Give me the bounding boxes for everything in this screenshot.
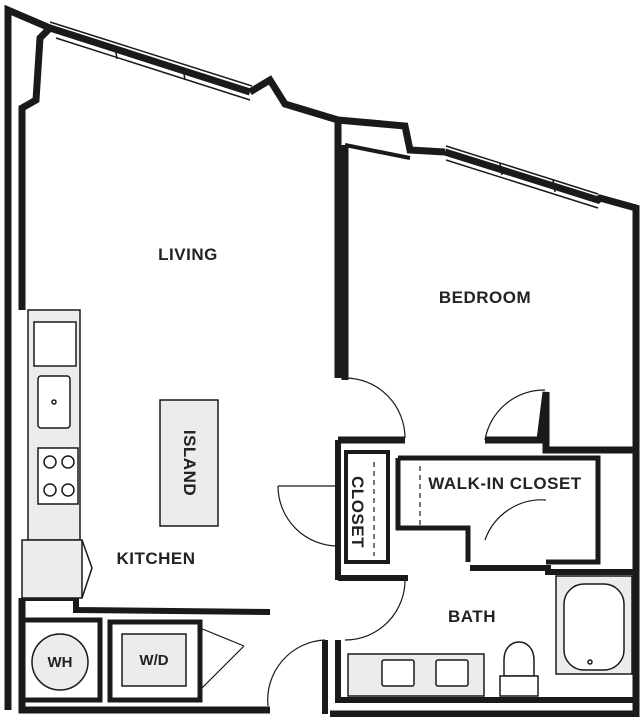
kitchen-counter	[21, 309, 93, 599]
room-labels: LIVING BEDROOM ISLAND KITCHEN CLOSET WAL…	[48, 245, 582, 671]
water-heater	[31, 633, 89, 691]
label-island: ISLAND	[180, 430, 199, 496]
label-closet: CLOSET	[348, 476, 367, 548]
label-water-heater: WH	[48, 654, 73, 671]
exterior-walls	[4, 4, 640, 717]
label-washer-dryer: W/D	[139, 652, 168, 669]
washer-dryer	[121, 633, 187, 687]
label-kitchen: KITCHEN	[116, 549, 195, 568]
label-bedroom: BEDROOM	[439, 288, 531, 307]
kitchen-island	[159, 399, 219, 527]
utility-fixtures	[31, 633, 187, 691]
windows	[49, 21, 599, 209]
label-walk-in-closet: WALK-IN CLOSET	[428, 474, 581, 493]
interior-walls	[22, 120, 636, 714]
toilet	[503, 641, 535, 677]
label-living: LIVING	[158, 245, 218, 264]
bath-fixtures	[347, 575, 633, 697]
label-bath: BATH	[448, 607, 496, 626]
doors	[199, 377, 599, 707]
